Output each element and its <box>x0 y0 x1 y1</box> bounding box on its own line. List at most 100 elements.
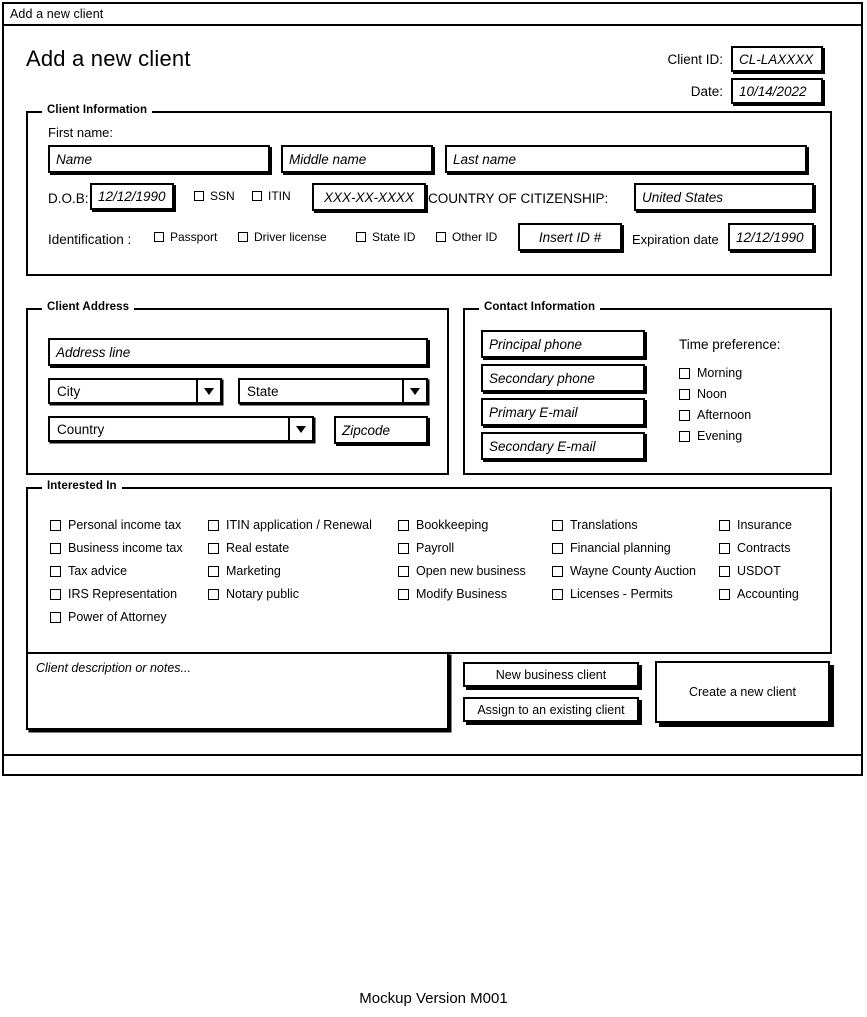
checkbox-power-of-attorney[interactable]: Power of Attorney <box>50 610 167 624</box>
citizenship-input[interactable]: United States <box>634 183 814 211</box>
checkbox-noon[interactable]: Noon <box>679 387 727 401</box>
checkbox-box <box>552 519 563 531</box>
checkbox-evening[interactable]: Evening <box>679 429 742 443</box>
checkbox-box <box>679 388 690 400</box>
checkbox-accounting[interactable]: Accounting <box>719 587 799 601</box>
checkbox-notary-public[interactable]: Notary public <box>208 587 299 601</box>
country-dropdown[interactable]: Country <box>48 416 314 442</box>
checkbox-state-id[interactable]: State ID <box>356 230 415 244</box>
checkbox-label: Wayne County Auction <box>570 564 696 578</box>
client-id-field-row: Client ID: CL-LAXXXX <box>667 46 823 72</box>
principal-phone-input[interactable]: Principal phone <box>481 330 645 358</box>
dob-label: D.O.B: <box>48 191 89 206</box>
secondary-phone-input[interactable]: Secondary phone <box>481 364 645 392</box>
checkbox-box <box>238 232 248 242</box>
mockup-version-label: Mockup Version M001 <box>359 990 508 1007</box>
checkbox-box <box>719 588 730 600</box>
checkbox-label: Accounting <box>737 587 799 601</box>
checkbox-real-estate[interactable]: Real estate <box>208 541 289 555</box>
checkbox-box <box>208 565 219 577</box>
checkbox-open-new-business[interactable]: Open new business <box>398 564 526 578</box>
checkbox-wayne-county-auction[interactable]: Wayne County Auction <box>552 564 696 578</box>
window-title-bar: Add a new client <box>4 4 861 26</box>
contact-information-group: Contact Information Principal phone Seco… <box>463 301 832 475</box>
application-window: Add a new client Add a new client Client… <box>2 2 863 776</box>
checkbox-label: Personal income tax <box>68 518 182 532</box>
checkbox-label: Tax advice <box>68 564 128 578</box>
middle-name-input[interactable]: Middle name <box>281 145 433 173</box>
first-name-input[interactable]: Name <box>48 145 270 173</box>
client-notes-textarea[interactable]: Client description or notes... <box>26 652 449 730</box>
last-name-input[interactable]: Last name <box>445 145 807 173</box>
checkbox-business-income-tax[interactable]: Business income tax <box>50 541 183 555</box>
checkbox-translations[interactable]: Translations <box>552 518 638 532</box>
checkbox-modify-business[interactable]: Modify Business <box>398 587 507 601</box>
checkbox-bookkeeping[interactable]: Bookkeeping <box>398 518 488 532</box>
city-dropdown[interactable]: City <box>48 378 222 404</box>
citizenship-label: COUNTRY OF CITIZENSHIP: <box>428 191 609 206</box>
state-dropdown[interactable]: State <box>238 378 428 404</box>
date-label: Date: <box>690 83 723 99</box>
checkbox-licenses-permits[interactable]: Licenses - Permits <box>552 587 673 601</box>
checkbox-tax-advice[interactable]: Tax advice <box>50 564 127 578</box>
checkbox-afternoon[interactable]: Afternoon <box>679 408 751 422</box>
checkbox-label: Noon <box>697 387 727 401</box>
checkbox-label: Marketing <box>226 564 281 578</box>
checkbox-label: Other ID <box>452 230 498 244</box>
checkbox-contracts[interactable]: Contracts <box>719 541 791 555</box>
checkbox-morning[interactable]: Morning <box>679 366 742 380</box>
checkbox-label: Real estate <box>226 541 290 555</box>
primary-email-input[interactable]: Primary E-mail <box>481 398 645 426</box>
assign-existing-client-button[interactable]: Assign to an existing client <box>463 697 639 722</box>
new-business-client-button[interactable]: New business client <box>463 662 639 687</box>
checkbox-box <box>719 542 730 554</box>
checkbox-label: Morning <box>697 366 743 380</box>
checkbox-label: Modify Business <box>416 587 508 601</box>
checkbox-label: ITIN application / Renewal <box>226 518 372 532</box>
checkbox-driver-license[interactable]: Driver license <box>238 230 327 244</box>
insert-id-input[interactable]: Insert ID # <box>518 223 622 251</box>
city-dropdown-value: City <box>57 383 81 399</box>
checkbox-other-id[interactable]: Other ID <box>436 230 497 244</box>
time-preference-label: Time preference: <box>679 337 781 352</box>
checkbox-marketing[interactable]: Marketing <box>208 564 281 578</box>
create-new-client-button[interactable]: Create a new client <box>655 661 830 723</box>
checkbox-box <box>50 519 61 531</box>
checkbox-financial-planning[interactable]: Financial planning <box>552 541 671 555</box>
chevron-down-icon <box>288 418 312 440</box>
checkbox-label: State ID <box>372 230 416 244</box>
checkbox-box <box>50 565 61 577</box>
checkbox-label: ITIN <box>268 189 291 203</box>
checkbox-payroll[interactable]: Payroll <box>398 541 454 555</box>
zipcode-input[interactable]: Zipcode <box>334 416 428 444</box>
interested-in-group: Interested In Personal income tax Busine… <box>26 480 832 654</box>
secondary-email-input[interactable]: Secondary E-mail <box>481 432 645 460</box>
window-content: Add a new client Client ID: CL-LAXXXX Da… <box>4 26 861 774</box>
checkbox-itin[interactable]: ITIN <box>252 189 291 203</box>
client-id-input[interactable]: CL-LAXXXX <box>731 46 823 72</box>
checkbox-passport[interactable]: Passport <box>154 230 217 244</box>
checkbox-label: Afternoon <box>697 408 752 422</box>
checkbox-box <box>436 232 446 242</box>
checkbox-box <box>398 588 409 600</box>
date-field-row: Date: 10/14/2022 <box>691 78 823 104</box>
checkbox-ssn[interactable]: SSN <box>194 189 235 203</box>
checkbox-box <box>252 191 262 201</box>
checkbox-box <box>398 542 409 554</box>
checkbox-label: Payroll <box>416 541 455 555</box>
checkbox-box <box>356 232 366 242</box>
checkbox-insurance[interactable]: Insurance <box>719 518 792 532</box>
dob-input[interactable]: 12/12/1990 <box>90 183 174 210</box>
tax-id-input[interactable]: XXX-XX-XXXX <box>312 183 426 211</box>
checkbox-box <box>679 409 690 421</box>
checkbox-personal-income-tax[interactable]: Personal income tax <box>50 518 181 532</box>
checkbox-label: Notary public <box>226 587 299 601</box>
window-status-bar <box>4 754 861 774</box>
checkbox-box <box>50 611 61 623</box>
checkbox-usdot[interactable]: USDOT <box>719 564 781 578</box>
checkbox-itin-application-renewal[interactable]: ITIN application / Renewal <box>208 518 372 532</box>
expiration-date-input[interactable]: 12/12/1990 <box>728 223 814 251</box>
checkbox-irs-representation[interactable]: IRS Representation <box>50 587 177 601</box>
address-line-input[interactable]: Address line <box>48 338 428 366</box>
date-input[interactable]: 10/14/2022 <box>731 78 823 104</box>
